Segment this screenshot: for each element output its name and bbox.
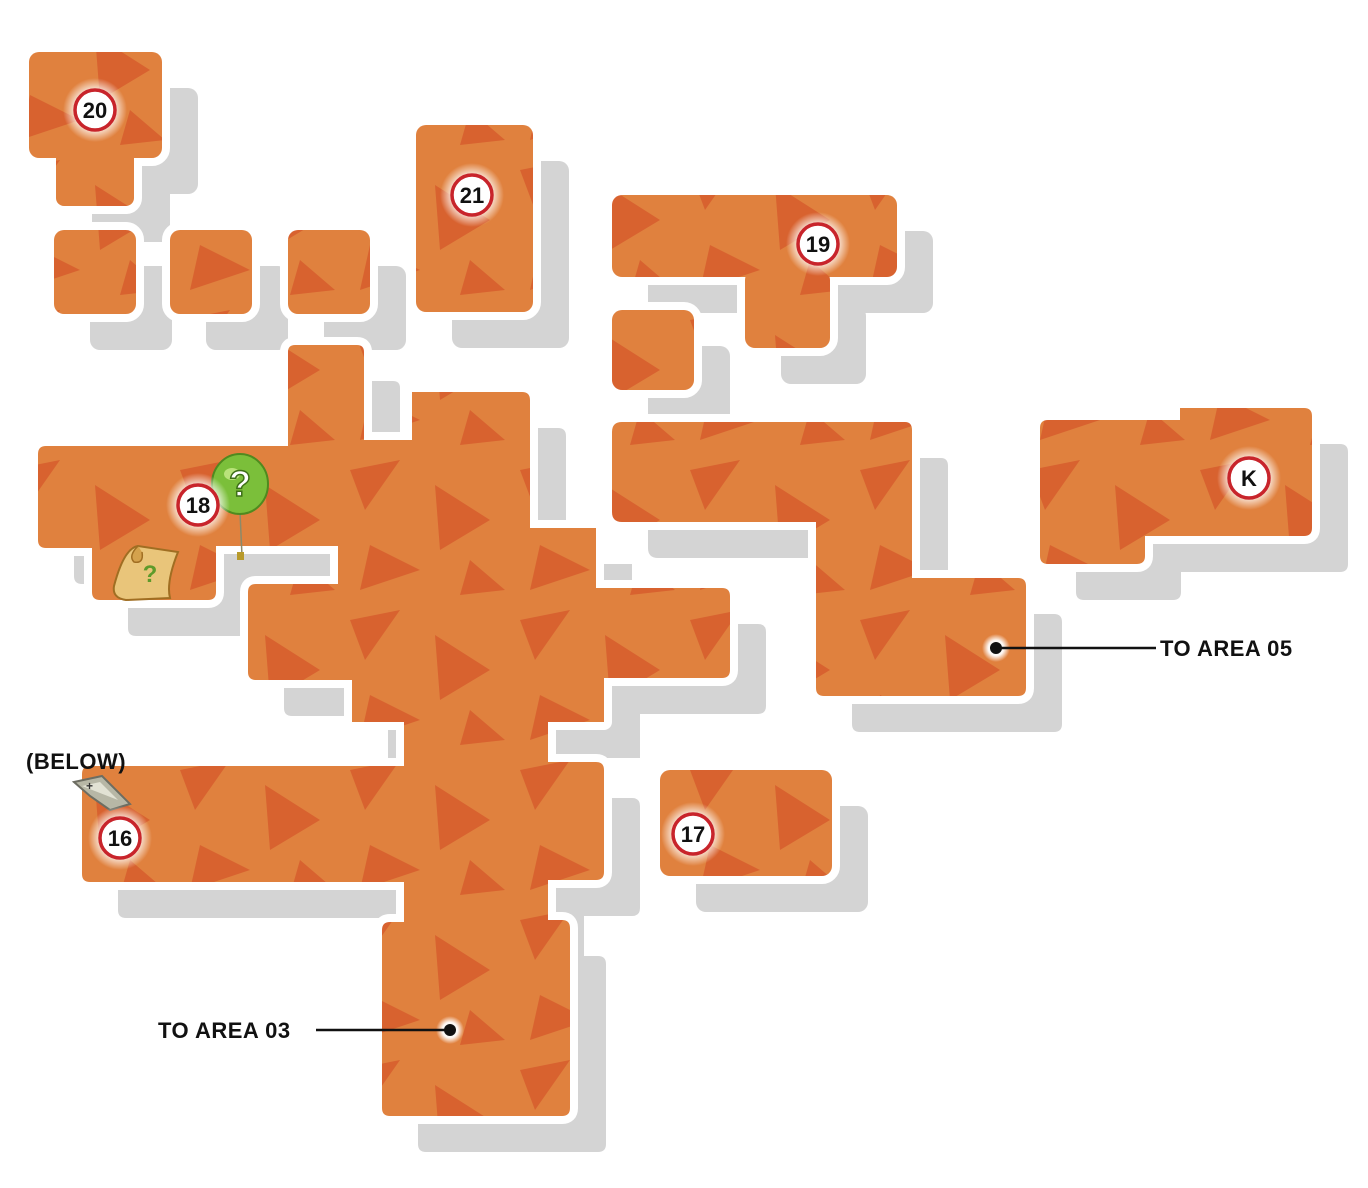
- room-corridor-east: [612, 422, 1026, 696]
- room-20-b: [56, 150, 134, 206]
- room-small-3: [288, 230, 370, 314]
- room-marker-20: 20: [63, 78, 127, 142]
- room-marker-label: 21: [460, 183, 484, 208]
- room-marker-21: 21: [440, 163, 504, 227]
- svg-text:+: +: [86, 779, 93, 793]
- room-19-b: [745, 270, 830, 348]
- room-marker-19: 19: [786, 212, 850, 276]
- exit-dot-area03: [444, 1024, 456, 1036]
- exit-connectors: [316, 634, 1156, 1044]
- below-note: (BELOW): [26, 749, 127, 774]
- room-marker-k: K: [1217, 446, 1281, 510]
- room-marker-17: 17: [661, 802, 725, 866]
- mystery-balloon-icon: ?: [211, 453, 269, 560]
- room-marker-label: 19: [806, 232, 830, 257]
- exit-dot-area05: [990, 642, 1002, 654]
- room-marker-label: K: [1241, 466, 1257, 491]
- room-marker-18: 18: [166, 473, 230, 537]
- svg-text:?: ?: [143, 561, 158, 588]
- room-marker-label: 20: [83, 98, 107, 123]
- room-marker-label: 18: [186, 493, 210, 518]
- room-19-a: [612, 195, 897, 277]
- treasure-map-scroll-icon: ?: [112, 544, 180, 602]
- room-marker-label: 16: [108, 826, 132, 851]
- room-marker-16: 16: [88, 806, 152, 870]
- room-main-hub: [38, 345, 730, 1116]
- exit-label-area05: TO AREA 05: [1160, 636, 1293, 661]
- room-marker-label: 17: [681, 822, 705, 847]
- room-small-1: [54, 230, 136, 314]
- room-small-4: [612, 310, 694, 390]
- svg-text:?: ?: [229, 463, 251, 504]
- room-small-2: [170, 230, 252, 314]
- room-markers: 20 21 19K 18 16 17: [63, 78, 1281, 870]
- exit-label-area03: TO AREA 03: [158, 1018, 291, 1043]
